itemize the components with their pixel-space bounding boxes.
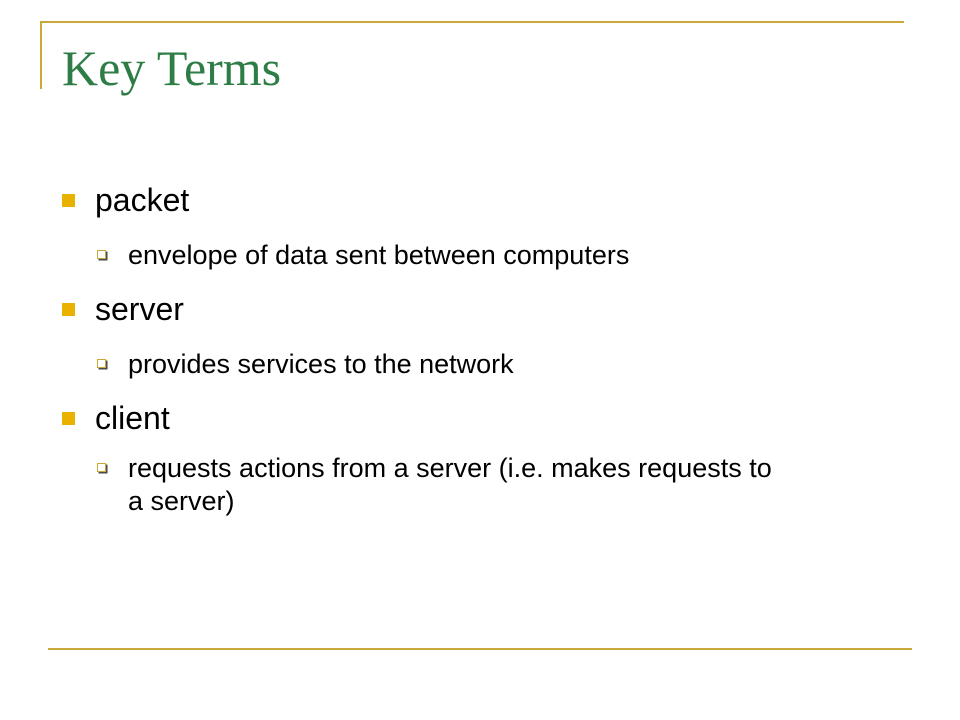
hollow-square-bullet-icon <box>97 463 106 472</box>
square-bullet-icon <box>62 411 75 425</box>
square-bullet-icon <box>62 302 75 316</box>
hollow-square-bullet-icon <box>97 359 106 368</box>
frame-left-rule <box>40 21 42 89</box>
term-item-client: client <box>62 399 170 437</box>
definition-text: requests actions from a server (i.e. mak… <box>128 453 772 516</box>
term-label: server <box>95 291 184 327</box>
slide-title: Key Terms <box>62 40 282 96</box>
definition-text: envelope of data sent between computers <box>128 240 630 270</box>
term-label: packet <box>95 182 190 218</box>
frame-top-rule <box>40 21 904 23</box>
definition-text: provides services to the network <box>128 349 514 379</box>
hollow-square-bullet-icon <box>97 250 106 259</box>
frame-bottom-rule <box>48 648 912 650</box>
term-item-packet: packet <box>62 181 189 219</box>
term-item-server: server <box>62 290 184 328</box>
term-label: client <box>95 400 170 436</box>
square-bullet-icon <box>62 193 75 207</box>
